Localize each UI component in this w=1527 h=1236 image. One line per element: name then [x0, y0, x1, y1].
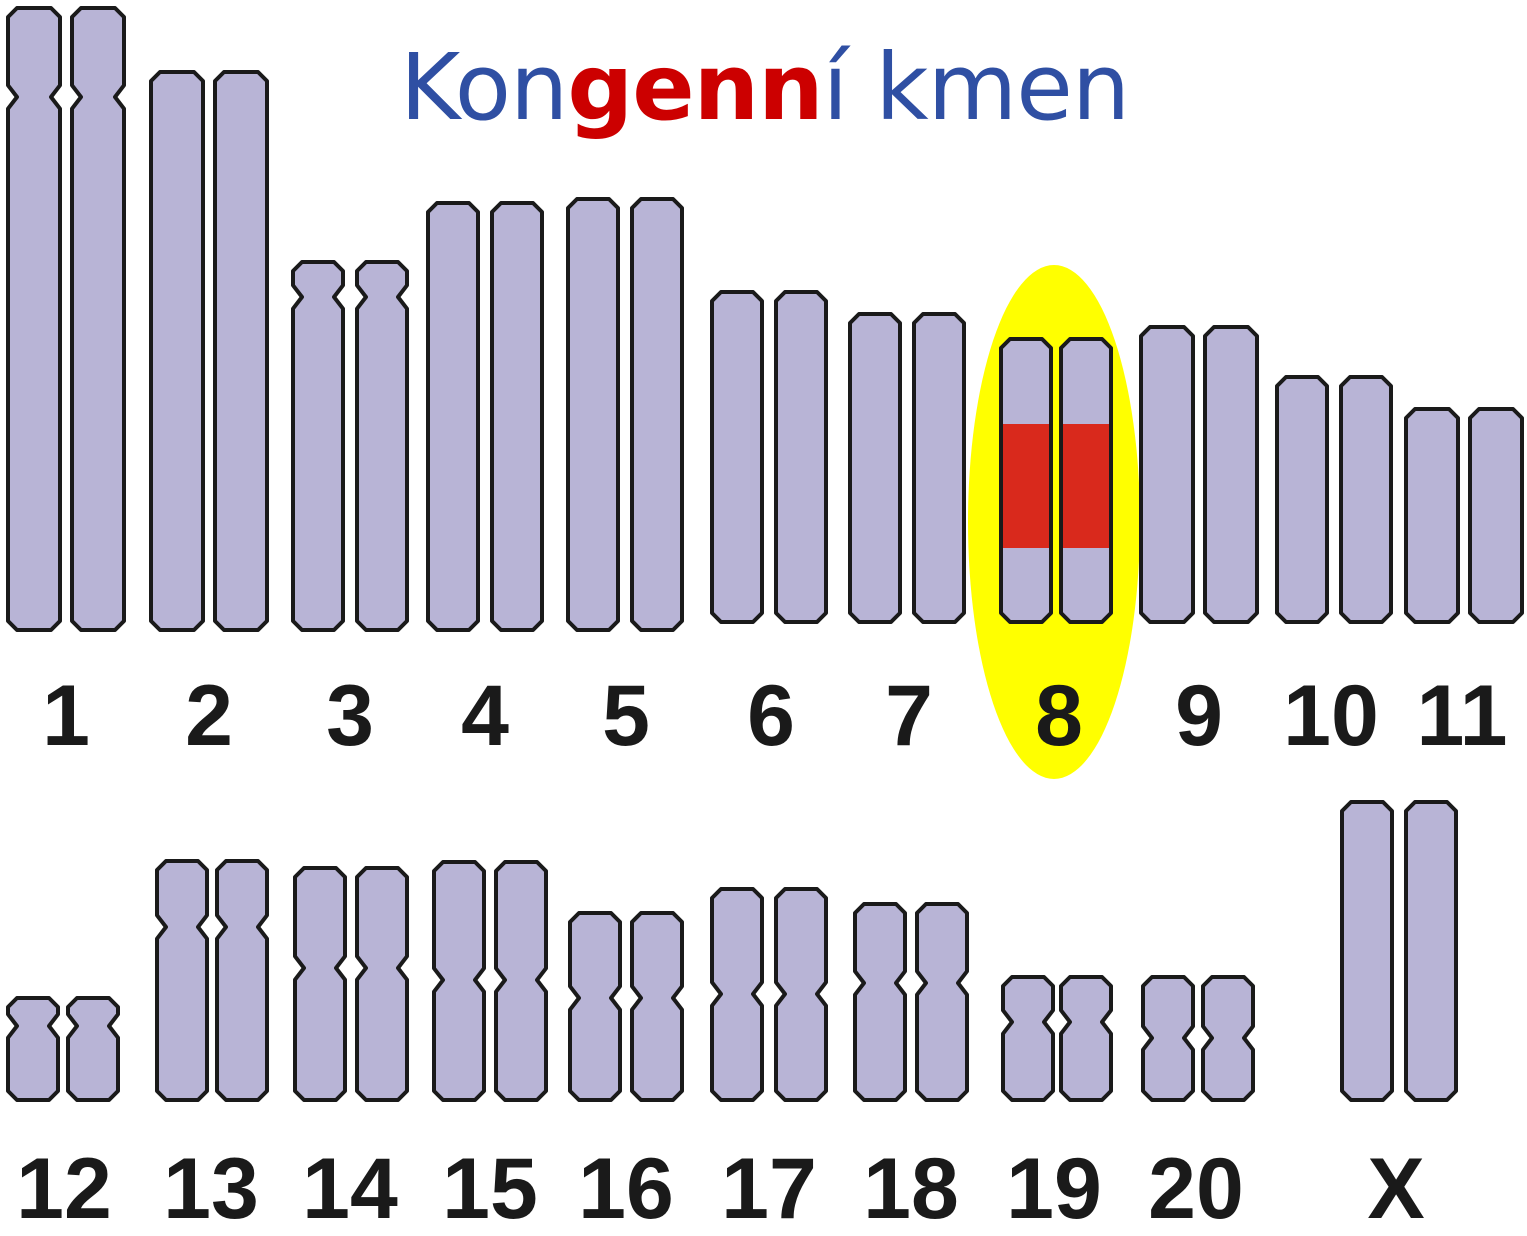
title-highlight: gen [567, 34, 759, 141]
chromosome-8: 8 [999, 337, 1113, 764]
chromatid [6, 996, 60, 1102]
chromatid [1141, 975, 1195, 1102]
chromatid [1059, 975, 1113, 1102]
chromatid [912, 312, 966, 624]
chromosome-label: 2 [185, 668, 233, 764]
chromatid [1001, 975, 1055, 1102]
chromosome-label: 1 [42, 668, 90, 764]
chromosome-label: 8 [1035, 668, 1083, 764]
chromosome-15: 15 [432, 860, 548, 1236]
chromatid [566, 197, 620, 632]
title-suffix: í kmen [822, 34, 1131, 141]
chromosome-2: 2 [149, 70, 269, 764]
chromatid [6, 6, 62, 632]
chromatid [70, 6, 126, 632]
chromosome-18: 18 [853, 902, 969, 1236]
chromatid [432, 860, 486, 1102]
chromosome-label: 5 [602, 668, 650, 764]
chromatid [490, 201, 544, 632]
chromosome-label: 17 [721, 1141, 817, 1231]
chromatid [1468, 407, 1524, 624]
chromosome-label: X [1367, 1141, 1424, 1231]
chromatid [1139, 325, 1195, 624]
chromatid [155, 859, 209, 1102]
chromosome-x: X [1340, 800, 1458, 1236]
chromosome-label: 6 [747, 668, 795, 764]
chromatid [355, 260, 409, 632]
chromosome-7: 7 [848, 312, 966, 764]
chromosome-label: 16 [578, 1141, 674, 1231]
chromatid [630, 911, 684, 1102]
chromatid [1201, 975, 1255, 1102]
chromosome-13: 13 [155, 859, 269, 1236]
chromatid [215, 859, 269, 1102]
chromosome-label: 14 [302, 1141, 398, 1231]
title-prefix: Kon [400, 34, 568, 141]
chromosome-6: 6 [710, 290, 828, 764]
chromatid [1203, 325, 1259, 624]
chromatid [853, 902, 907, 1102]
chromatid [568, 911, 622, 1102]
chromatid [710, 887, 764, 1102]
chromatid [1339, 375, 1393, 624]
chromosome-label: 9 [1175, 668, 1223, 764]
chromosome-5: 5 [566, 197, 684, 764]
chromatid [1404, 407, 1460, 624]
chromosome-label: 10 [1283, 668, 1379, 764]
chromosome-label: 19 [1006, 1141, 1102, 1231]
chromatid [66, 996, 120, 1102]
chromatid [291, 260, 345, 632]
chromatid [710, 290, 764, 624]
chromosome-1: 1 [6, 6, 126, 764]
chromosome-label: 20 [1148, 1141, 1244, 1231]
chromosome-label: 15 [442, 1141, 538, 1231]
chromatid [774, 290, 828, 624]
chromatid [355, 866, 409, 1102]
chromatid [1404, 800, 1458, 1102]
chromosome-label: 4 [461, 668, 509, 764]
chromosome-12: 12 [6, 996, 120, 1236]
chromosome-16: 16 [568, 911, 684, 1236]
chromatid [426, 201, 480, 632]
chromosome-10: 10 [1275, 375, 1393, 764]
chromosome-11: 11 [1404, 407, 1524, 764]
chromosome-label: 11 [1417, 668, 1508, 764]
chromatid [848, 312, 902, 624]
chromatid [293, 866, 347, 1102]
chromosome-9: 9 [1139, 325, 1259, 764]
chromatid [1340, 800, 1394, 1102]
chromosome-label: 7 [885, 668, 933, 764]
chromosome-3: 3 [291, 260, 409, 764]
chromosome-label: 13 [163, 1141, 259, 1231]
chromatid [915, 902, 969, 1102]
chromatid [494, 860, 548, 1102]
chromatid [213, 70, 269, 632]
chromosome-label: 18 [863, 1141, 959, 1231]
chromosome-label: 3 [326, 668, 374, 764]
congenic-segment-band [1003, 424, 1049, 548]
chromosome-20: 20 [1141, 975, 1255, 1236]
chromatid [1275, 375, 1329, 624]
chromatid [630, 197, 684, 632]
page-title: Kongenní kmen [400, 28, 1160, 148]
chromatid [774, 887, 828, 1102]
chromosome-14: 14 [293, 866, 409, 1236]
chromosome-19: 19 [1001, 975, 1113, 1236]
congenic-segment-band [1063, 424, 1109, 548]
title-middle: n [758, 34, 823, 141]
chromosome-label: 12 [16, 1141, 112, 1231]
chromatid [149, 70, 205, 632]
chromosome-4: 4 [426, 201, 544, 764]
chromosome-17: 17 [710, 887, 828, 1236]
